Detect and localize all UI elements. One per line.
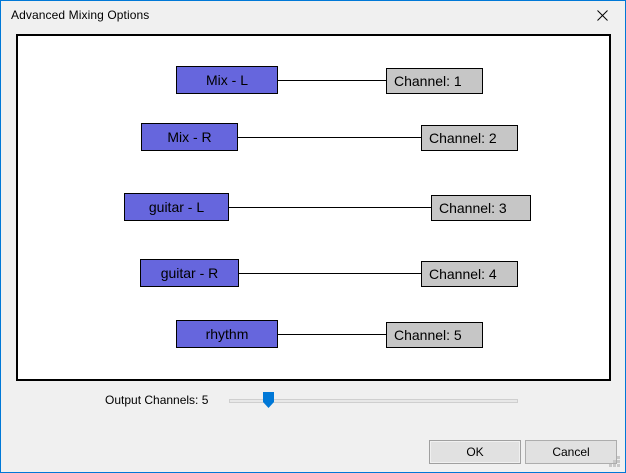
source-node-rhythm[interactable]: rhythm <box>176 320 278 348</box>
close-icon[interactable] <box>580 1 625 29</box>
source-node-guitar-l[interactable]: guitar - L <box>124 193 229 221</box>
resize-grip-icon[interactable] <box>609 456 622 469</box>
slider-thumb[interactable] <box>263 392 274 408</box>
source-node-label: Mix - R <box>167 129 212 145</box>
source-node-label: guitar - L <box>148 199 205 215</box>
target-node-label: Channel: 3 <box>439 200 507 216</box>
cancel-button[interactable]: Cancel <box>525 440 617 464</box>
target-node-label: Channel: 4 <box>429 266 497 282</box>
connection-edge <box>278 80 386 81</box>
window-title: Advanced Mixing Options <box>11 8 150 22</box>
source-node-mix-l[interactable]: Mix - L <box>176 66 278 94</box>
target-node-label: Channel: 2 <box>429 130 497 146</box>
output-channels-row: Output Channels: 5 <box>1 390 625 418</box>
ok-button[interactable]: OK <box>429 440 521 464</box>
connection-edge <box>239 273 421 274</box>
routing-canvas: Mix - L Channel: 1 Mix - R Channel: 2 gu… <box>16 34 611 381</box>
source-node-mix-r[interactable]: Mix - R <box>141 123 238 151</box>
source-node-label: guitar - R <box>160 265 219 281</box>
target-node-channel-3[interactable]: Channel: 3 <box>431 195 531 221</box>
source-node-label: Mix - L <box>206 72 248 88</box>
source-node-guitar-r[interactable]: guitar - R <box>140 259 239 287</box>
title-bar: Advanced Mixing Options <box>1 1 625 31</box>
connection-edge <box>238 137 421 138</box>
target-node-channel-5[interactable]: Channel: 5 <box>386 322 483 348</box>
connection-edge <box>278 334 386 335</box>
target-node-label: Channel: 5 <box>394 327 462 343</box>
target-node-channel-4[interactable]: Channel: 4 <box>421 261 518 287</box>
target-node-channel-1[interactable]: Channel: 1 <box>386 68 483 94</box>
slider-track[interactable] <box>229 399 518 403</box>
output-channels-slider[interactable] <box>229 390 518 416</box>
output-channels-label: Output Channels: 5 <box>105 393 209 407</box>
target-node-label: Channel: 1 <box>394 73 462 89</box>
source-node-label: rhythm <box>205 326 249 342</box>
connection-edge <box>229 207 431 208</box>
target-node-channel-2[interactable]: Channel: 2 <box>421 125 518 151</box>
